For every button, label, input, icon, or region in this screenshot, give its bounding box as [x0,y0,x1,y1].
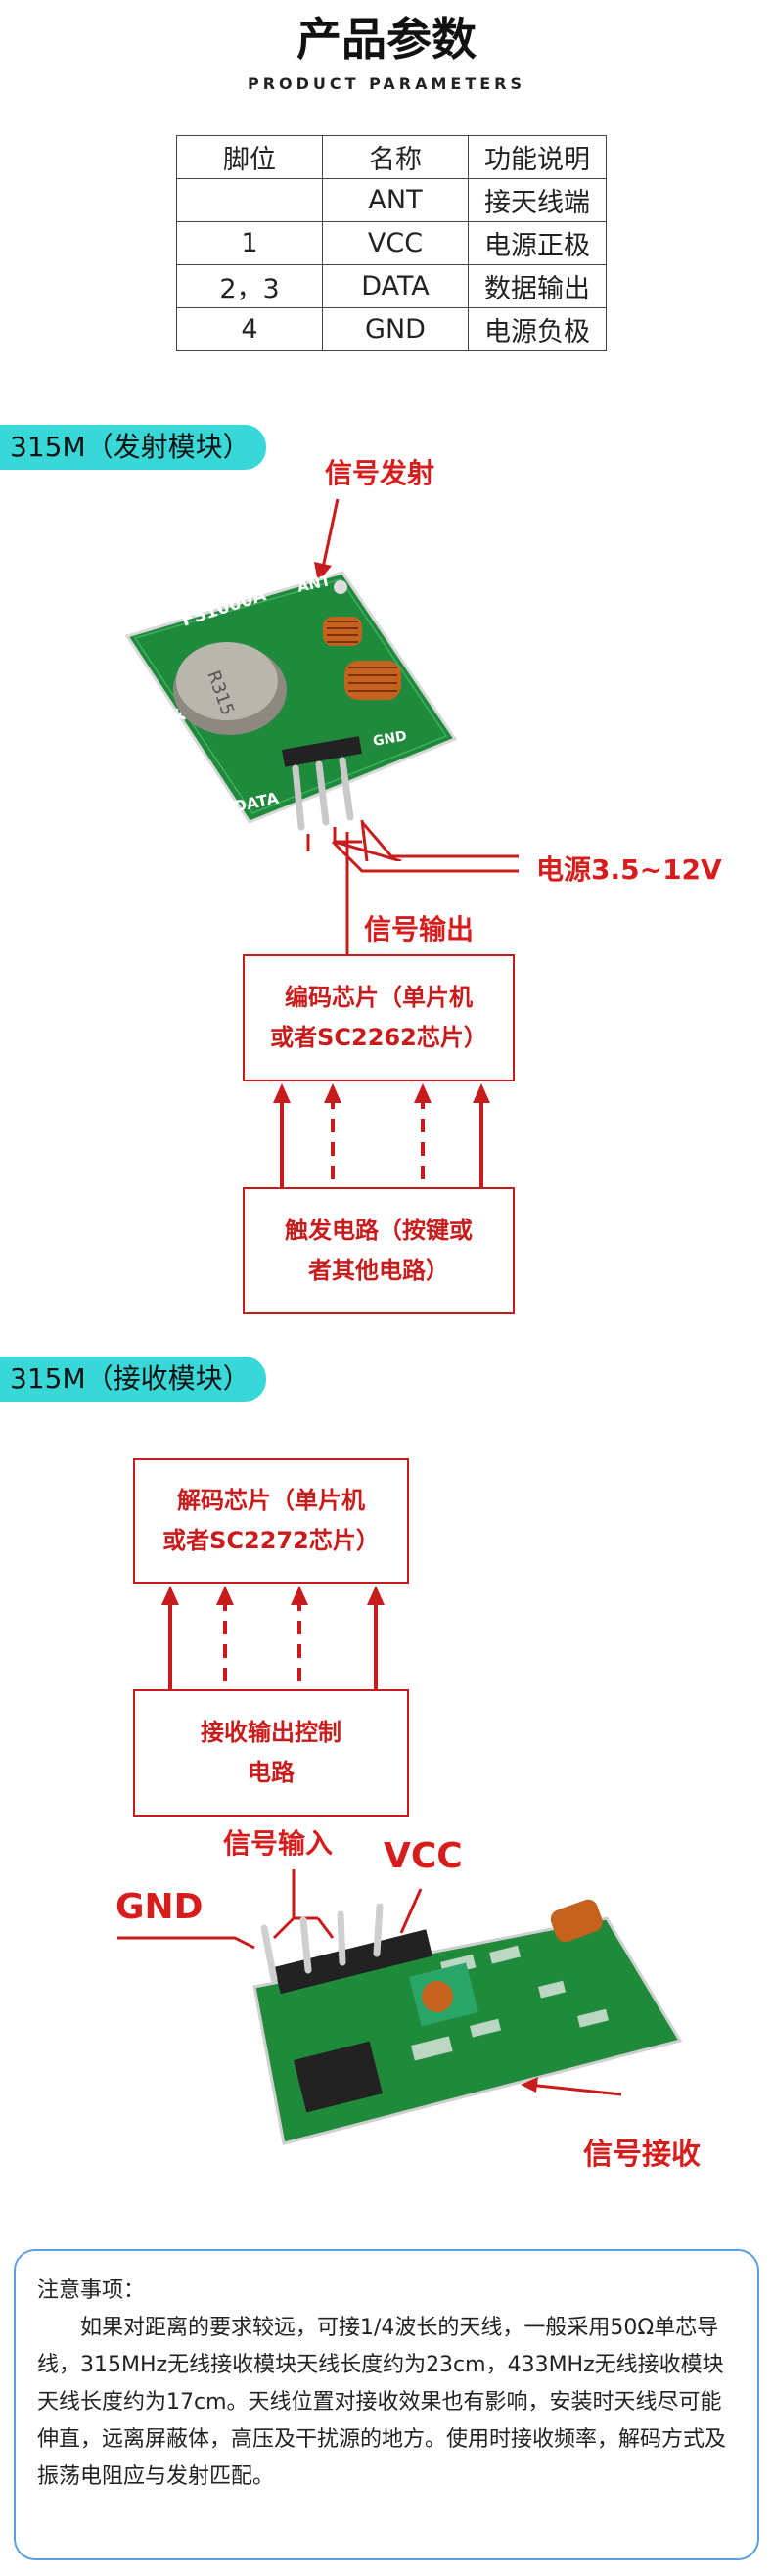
inductor-icon [408,1962,478,2027]
table-cell: 电源负极 [468,307,607,351]
notes-title: 注意事项： [37,2278,146,2303]
board-gnd-text: GND [372,728,408,750]
output-line [345,832,349,861]
encoder-line-1: 编码芯片（单片机 [284,984,473,1012]
table-row: 2，3 DATA 数据输出 [176,264,607,308]
notes-body: 如果对距离的要求较远，可接1/4波长的天线，一般采用50Ω单芯导线，315MHz… [37,2316,727,2489]
table-header-cell: 功能说明 [468,135,607,179]
table-row: 4 GND 电源负极 [176,307,607,351]
decoder-chip-box: 解码芯片（单片机 或者SC2272芯片） [133,1458,409,1584]
notes-panel: 注意事项： 如果对距离的要求较远，可接1/4波长的天线，一般采用50Ω单芯导线，… [14,2249,759,2560]
signal-receive-label: 信号接收 [583,2138,701,2172]
table-cell [176,178,323,222]
table-cell: 数据输出 [468,264,607,308]
table-cell: 4 [176,307,323,351]
coil-icon [550,1899,603,1943]
control-line-1: 接收输出控制 [201,1719,341,1747]
decoder-line-2: 或者SC2272芯片） [162,1527,380,1554]
signal-output-label: 信号输出 [364,913,475,945]
receiver-board-illustration [117,1869,683,2145]
gnd-label: GND [115,1887,204,1927]
decoder-line-1: 解码芯片（单片机 [176,1487,365,1515]
page-subtitle: PRODUCT PARAMETERS [247,74,526,93]
transmitter-section-label: 315M（发射模块） [0,425,266,470]
table-row: 1 VCC 电源正极 [176,221,607,265]
signal-input-label: 信号输入 [223,1827,334,1860]
trigger-line-1: 触发电路（按键或 [285,1217,473,1245]
power-range-label: 电源3.5~12V [536,853,722,886]
table-cell: 1 [176,221,323,265]
table-cell: GND [322,307,469,351]
table-cell: DATA [322,264,469,308]
table-row: ANT 接天线端 [176,178,607,222]
trigger-line-2: 者其他电路） [308,1257,449,1284]
table-cell: ANT [322,178,469,222]
coil-icon [323,617,401,700]
table-header-cell: 名称 [322,135,469,179]
encoder-chip-box: 编码芯片（单片机 或者SC2262芯片） [243,954,515,1081]
encoder-line-2: 或者SC2262芯片） [270,1024,487,1051]
receiver-section-label: 315M（接收模块） [0,1357,266,1402]
header-pins-icon [282,736,362,831]
control-line-2: 电路 [248,1759,295,1786]
table-cell: VCC [322,221,469,265]
ic-chip-icon [294,2041,383,2113]
params-table: 脚位 名称 功能说明 ANT 接天线端 1 VCC 电源正极 2，3 DATA … [176,135,607,351]
transmitter-signal-arrows [273,1083,490,1187]
table-header-row: 脚位 名称 功能说明 [176,135,607,179]
receiver-signal-arrows [161,1586,385,1689]
transmitter-board-illustration: FS1000A ANT XD-FST DATA VCC GND R315 [124,498,458,861]
vcc-label: VCC [384,1836,463,1876]
signal-transmit-label: 信号发射 [325,457,435,489]
table-cell: 电源正极 [468,221,607,265]
power-line [331,822,519,873]
receive-control-box: 接收输出控制 电路 [133,1689,409,1817]
output-arrow [345,861,349,954]
trigger-circuit-box: 触发电路（按键或 者其他电路） [243,1187,515,1314]
table-header-cell: 脚位 [176,135,323,179]
table-cell: 2，3 [176,264,323,308]
page-title: 产品参数 [296,13,477,66]
table-cell: 接天线端 [468,178,607,222]
header-pins-icon [260,1903,384,1983]
